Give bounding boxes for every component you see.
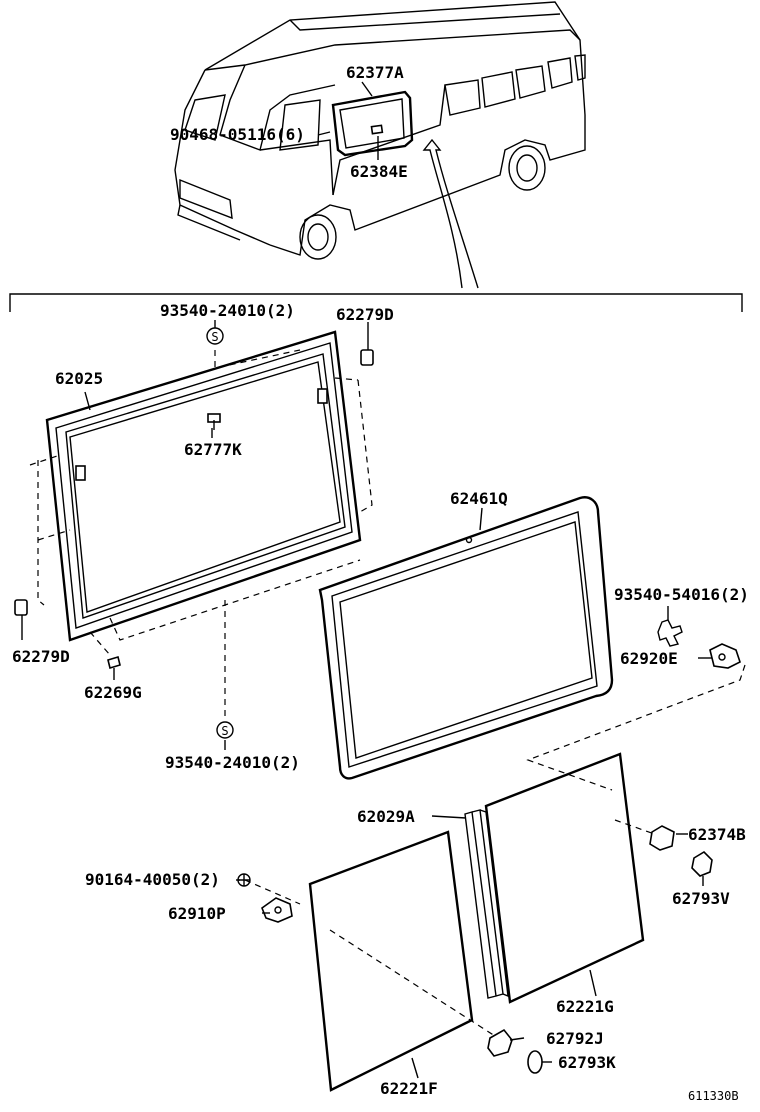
label-62384E[interactable]: 62384E — [350, 162, 408, 181]
glass-62221G[interactable] — [484, 752, 645, 1004]
van-illustration — [174, 1, 586, 260]
label-62792J[interactable]: 62792J — [546, 1029, 604, 1048]
pad-62374B[interactable] — [649, 825, 675, 851]
channel-strip-62029A[interactable] — [464, 809, 509, 999]
label-62793K[interactable]: 62793K — [558, 1053, 616, 1072]
bolt-93540-54016[interactable] — [657, 619, 683, 647]
label-62374B[interactable]: 62374B — [688, 825, 746, 844]
label-62279D-top[interactable]: 62279D — [336, 305, 394, 324]
stopper-62279D-left[interactable] — [14, 599, 28, 616]
label-93540-54016[interactable]: 93540-54016(2) — [614, 585, 749, 604]
label-62269G[interactable]: 62269G — [84, 683, 142, 702]
glass-panel-62461Q[interactable] — [318, 496, 614, 780]
window-frame-62025[interactable] — [45, 330, 362, 642]
label-62377A[interactable]: 62377A — [346, 63, 404, 82]
label-62777K[interactable]: 62777K — [184, 440, 242, 459]
label-62025[interactable]: 62025 — [55, 369, 103, 388]
svg-text:S: S — [211, 330, 218, 344]
bracket-62910P[interactable] — [261, 897, 293, 923]
label-93540-24010-top[interactable]: 93540-24010(2) — [160, 301, 295, 320]
pad-62793K[interactable] — [527, 1050, 543, 1074]
svg-text:S: S — [221, 724, 228, 738]
label-62029A[interactable]: 62029A — [357, 807, 415, 826]
clip-symbol-top: S — [206, 327, 224, 345]
callout-arrow — [422, 138, 479, 289]
clip-62269G[interactable] — [107, 655, 121, 670]
leader-lines — [21, 81, 712, 1079]
bracket-62920E[interactable] — [709, 643, 741, 669]
label-62221G[interactable]: 62221G — [556, 997, 614, 1016]
label-90468-05116[interactable]: 90468-05116(6) — [170, 125, 305, 144]
label-62279D-left[interactable]: 62279D — [12, 647, 70, 666]
diagram-id: 611330B — [688, 1089, 739, 1103]
assembly-bracket — [9, 293, 743, 312]
label-62920E[interactable]: 62920E — [620, 649, 678, 668]
label-90164-40050[interactable]: 90164-40050(2) — [85, 870, 220, 889]
pad-62793V[interactable] — [691, 850, 713, 877]
label-62461Q[interactable]: 62461Q — [450, 489, 508, 508]
glass-62221F[interactable] — [308, 830, 474, 1092]
label-62793V[interactable]: 62793V — [672, 889, 730, 908]
stopper-62279D-top[interactable] — [360, 349, 374, 366]
label-93540-24010-bottom[interactable]: 93540-24010(2) — [165, 753, 300, 772]
label-62910P[interactable]: 62910P — [168, 904, 226, 923]
label-62221F[interactable]: 62221F — [380, 1079, 438, 1098]
pad-62792J[interactable] — [487, 1028, 513, 1057]
clip-symbol-bottom: S — [216, 721, 234, 739]
